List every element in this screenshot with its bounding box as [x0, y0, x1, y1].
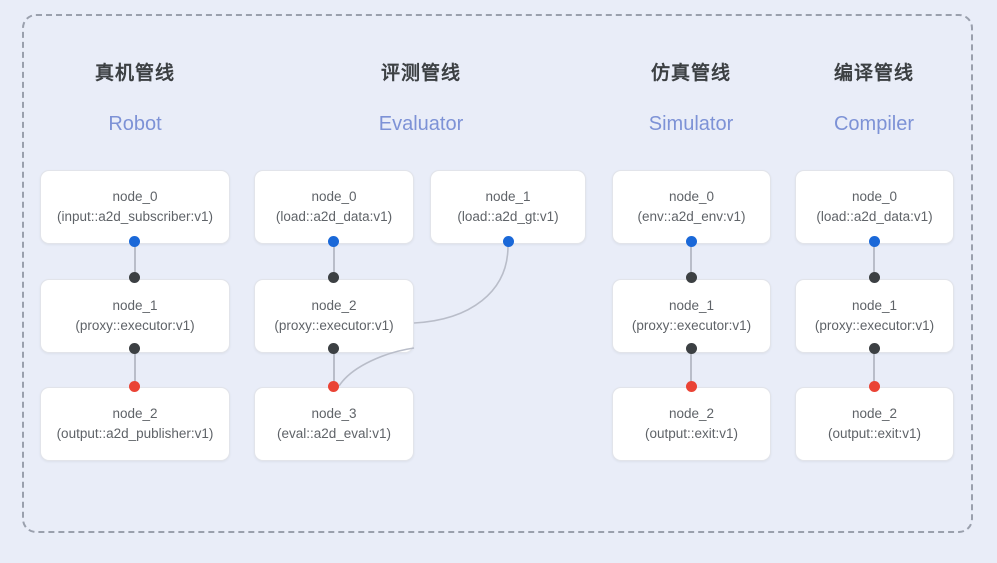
- port-input-simulator-2[interactable]: [686, 381, 697, 392]
- node-spec: (input::a2d_subscriber:v1): [56, 209, 214, 224]
- node-spec: (output::exit:v1): [827, 426, 922, 441]
- node-spec: (proxy::executor:v1): [814, 318, 935, 333]
- node-spec: (proxy::executor:v1): [631, 318, 752, 333]
- port-output-robot-0[interactable]: [129, 236, 140, 247]
- port-input-robot-1[interactable]: [129, 272, 140, 283]
- node-card-robot-2[interactable]: node_2 (output::a2d_publisher:v1): [40, 387, 230, 461]
- port-output-evaluator-1[interactable]: [503, 236, 514, 247]
- port-output-robot-1[interactable]: [129, 343, 140, 354]
- edge-compiler-1-2: [873, 348, 875, 386]
- node-name: node_0: [851, 189, 898, 204]
- port-output-simulator-1[interactable]: [686, 343, 697, 354]
- port-input-compiler-2[interactable]: [869, 381, 880, 392]
- node-name: node_2: [668, 406, 715, 421]
- port-output-compiler-0[interactable]: [869, 236, 880, 247]
- node-name: node_1: [851, 298, 898, 313]
- node-name: node_2: [311, 298, 357, 313]
- node-name: node_1: [112, 298, 158, 313]
- node-card-compiler-0[interactable]: node_0 (load::a2d_data:v1): [795, 170, 954, 244]
- node-card-simulator-1[interactable]: node_1 (proxy::executor:v1): [612, 279, 771, 353]
- port-input-evaluator-3[interactable]: [328, 381, 339, 392]
- node-name: node_1: [485, 189, 531, 204]
- port-input-simulator-1[interactable]: [686, 272, 697, 283]
- node-name: node_1: [668, 298, 715, 313]
- node-card-compiler-2[interactable]: node_2 (output::exit:v1): [795, 387, 954, 461]
- node-spec: (load::a2d_data:v1): [816, 209, 933, 224]
- port-output-compiler-1[interactable]: [869, 343, 880, 354]
- port-input-robot-2[interactable]: [129, 381, 140, 392]
- node-spec: (proxy::executor:v1): [75, 318, 195, 333]
- node-spec: (proxy::executor:v1): [274, 318, 394, 333]
- node-card-robot-0[interactable]: node_0 (input::a2d_subscriber:v1): [40, 170, 230, 244]
- node-card-robot-1[interactable]: node_1 (proxy::executor:v1): [40, 279, 230, 353]
- port-output-evaluator-0[interactable]: [328, 236, 339, 247]
- node-card-simulator-0[interactable]: node_0 (env::a2d_env:v1): [612, 170, 771, 244]
- node-spec: (eval::a2d_eval:v1): [276, 426, 392, 441]
- port-input-compiler-1[interactable]: [869, 272, 880, 283]
- node-name: node_0: [668, 189, 715, 204]
- node-name: node_2: [112, 406, 158, 421]
- node-spec: (output::a2d_publisher:v1): [56, 426, 214, 441]
- node-name: node_3: [311, 406, 357, 421]
- edge-evaluator-2-3: [333, 348, 335, 386]
- edge-compiler-0-1: [873, 241, 875, 279]
- node-name: node_0: [311, 189, 357, 204]
- node-card-evaluator-3[interactable]: node_3 (eval::a2d_eval:v1): [254, 387, 414, 461]
- node-name: node_0: [112, 189, 158, 204]
- port-output-evaluator-2[interactable]: [328, 343, 339, 354]
- node-card-simulator-2[interactable]: node_2 (output::exit:v1): [612, 387, 771, 461]
- node-card-compiler-1[interactable]: node_1 (proxy::executor:v1): [795, 279, 954, 353]
- node-spec: (load::a2d_gt:v1): [457, 209, 559, 224]
- port-output-simulator-0[interactable]: [686, 236, 697, 247]
- node-spec: (output::exit:v1): [644, 426, 739, 441]
- port-input-evaluator-2[interactable]: [328, 272, 339, 283]
- node-spec: (load::a2d_data:v1): [275, 209, 393, 224]
- node-spec: (env::a2d_env:v1): [637, 209, 746, 224]
- node-card-evaluator-0[interactable]: node_0 (load::a2d_data:v1): [254, 170, 414, 244]
- edge-simulator-0-1: [690, 241, 692, 279]
- node-card-evaluator-2[interactable]: node_2 (proxy::executor:v1): [254, 279, 414, 353]
- node-name: node_2: [851, 406, 898, 421]
- edge-robot-0-1: [134, 241, 136, 279]
- edge-simulator-1-2: [690, 348, 692, 386]
- node-card-evaluator-1[interactable]: node_1 (load::a2d_gt:v1): [430, 170, 586, 244]
- edge-evaluator-0-2: [333, 241, 335, 279]
- edge-robot-1-2: [134, 348, 136, 386]
